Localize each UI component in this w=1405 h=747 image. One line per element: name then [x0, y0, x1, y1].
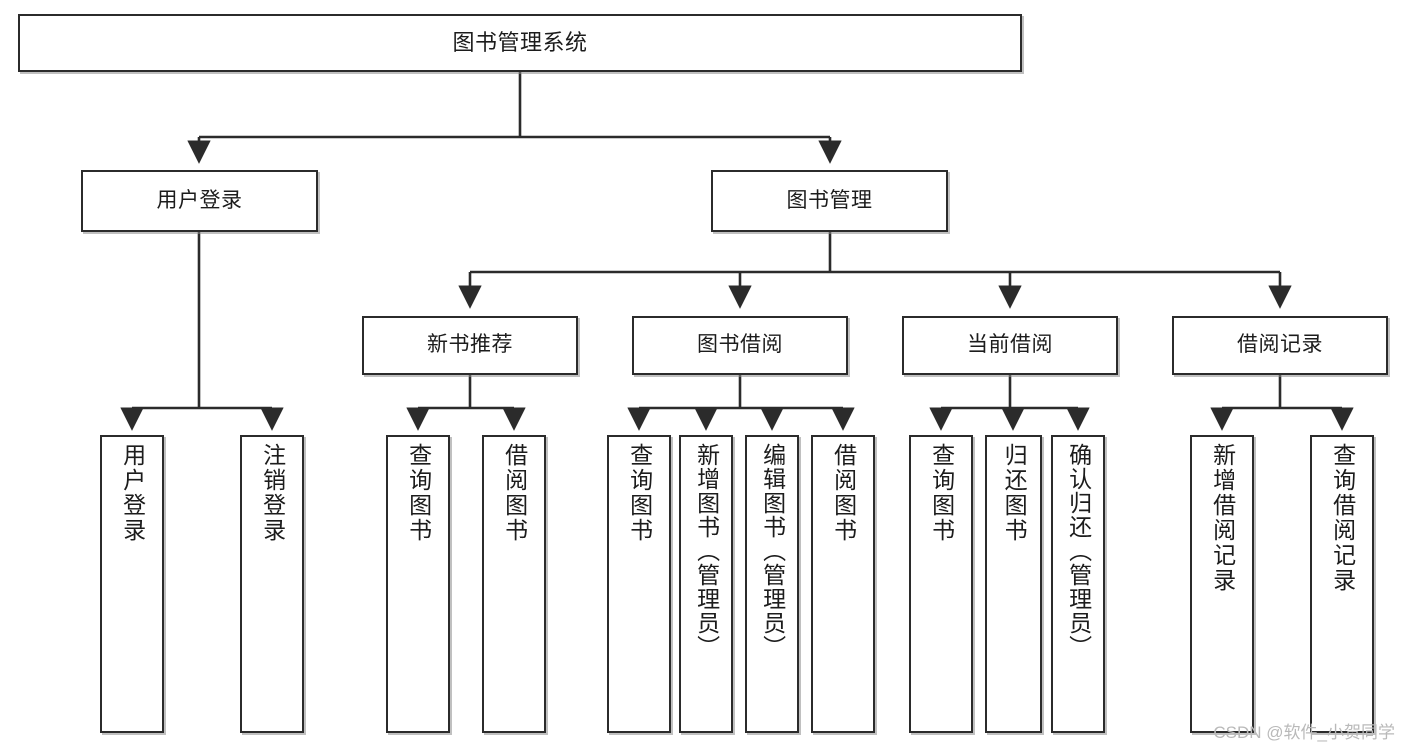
- node-new-book-recommend[interactable]: 新书推荐: [362, 316, 578, 375]
- watermark-text: CSDN @软件_小贺同学: [1213, 723, 1395, 742]
- node-new-book-recommend-label: 新书推荐: [427, 333, 513, 357]
- leaf-edit-book-label: 编辑图书（管理员）: [759, 443, 786, 659]
- leaf-add-borrow-record-label: 新增借阅记录: [1209, 443, 1236, 593]
- leaf-query-borrow-record[interactable]: 查询借阅记录: [1310, 435, 1374, 733]
- leaf-edit-book[interactable]: 编辑图书（管理员）: [745, 435, 799, 733]
- leaf-borrow-book-2-label: 借阅图书: [830, 443, 857, 543]
- leaf-confirm-return[interactable]: 确认归还（管理员）: [1051, 435, 1105, 733]
- node-book-manage[interactable]: 图书管理: [711, 170, 948, 232]
- leaf-borrow-book-1-label: 借阅图书: [501, 443, 528, 543]
- leaf-borrow-book-1[interactable]: 借阅图书: [482, 435, 546, 733]
- node-root-label: 图书管理系统: [452, 30, 588, 56]
- leaf-query-book-1-label: 查询图书: [405, 443, 432, 543]
- node-user-login-label: 用户登录: [156, 188, 243, 212]
- node-book-manage-label: 图书管理: [786, 188, 873, 212]
- node-root[interactable]: 图书管理系统: [18, 14, 1022, 72]
- leaf-query-book-2[interactable]: 查询图书: [607, 435, 671, 733]
- leaf-query-book-2-label: 查询图书: [626, 443, 653, 543]
- leaf-borrow-book-2[interactable]: 借阅图书: [811, 435, 875, 733]
- leaf-logout[interactable]: 注销登录: [240, 435, 304, 733]
- leaf-logout-label: 注销登录: [259, 443, 286, 543]
- leaf-query-book-1[interactable]: 查询图书: [386, 435, 450, 733]
- leaf-query-book-3[interactable]: 查询图书: [909, 435, 973, 733]
- leaf-add-book-label: 新增图书（管理员）: [693, 443, 720, 659]
- leaf-user-login[interactable]: 用户登录: [100, 435, 164, 733]
- leaf-return-book-label: 归还图书: [1001, 443, 1028, 543]
- leaf-add-book[interactable]: 新增图书（管理员）: [679, 435, 733, 733]
- node-current-borrow[interactable]: 当前借阅: [902, 316, 1118, 375]
- leaf-user-login-label: 用户登录: [119, 443, 146, 543]
- node-book-borrow[interactable]: 图书借阅: [632, 316, 848, 375]
- node-borrow-record-label: 借阅记录: [1237, 333, 1323, 357]
- node-current-borrow-label: 当前借阅: [967, 333, 1053, 357]
- leaf-confirm-return-label: 确认归还（管理员）: [1065, 443, 1092, 659]
- leaf-add-borrow-record[interactable]: 新增借阅记录: [1190, 435, 1254, 733]
- leaf-query-borrow-record-label: 查询借阅记录: [1329, 443, 1356, 593]
- node-book-borrow-label: 图书借阅: [697, 333, 783, 357]
- leaf-query-book-3-label: 查询图书: [928, 443, 955, 543]
- leaf-return-book[interactable]: 归还图书: [985, 435, 1042, 733]
- node-borrow-record[interactable]: 借阅记录: [1172, 316, 1388, 375]
- node-user-login[interactable]: 用户登录: [81, 170, 318, 232]
